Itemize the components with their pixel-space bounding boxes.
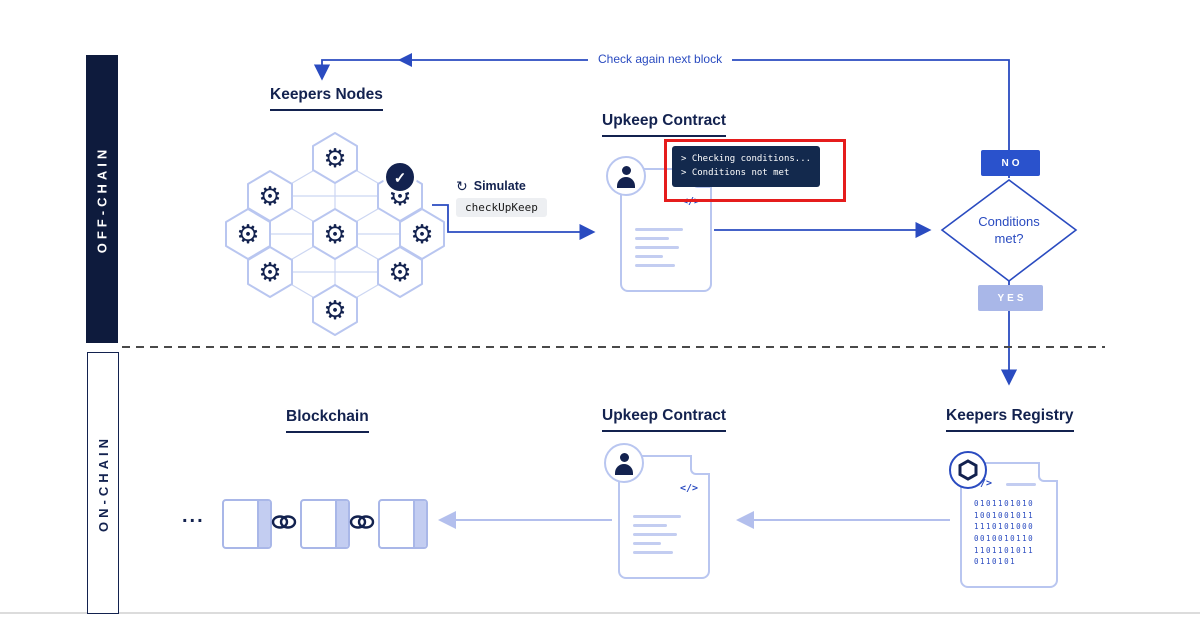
gear-icon: ⚙: [410, 220, 433, 250]
code-tag: </>: [679, 483, 698, 494]
gear-icon: ⚙: [323, 220, 346, 250]
chain-link-icon: [271, 515, 297, 529]
gear-icon: ⚙: [323, 144, 346, 174]
gear-icon: ⚙: [258, 258, 281, 288]
node-hexagon: [312, 284, 358, 336]
no-branch-tag: NO: [981, 150, 1040, 176]
gear-icon: ⚙: [388, 258, 411, 288]
keepers-registry-title: Keepers Registry: [946, 407, 1074, 432]
page-edge-line: [0, 612, 1200, 614]
on-chain-section-bar: ON-CHAIN: [87, 352, 119, 614]
upkeep-contract-title-bottom: Upkeep Contract: [602, 407, 727, 432]
code-tag: </>: [974, 478, 993, 489]
on-chain-label: ON-CHAIN: [95, 434, 111, 532]
node-hexagon: [247, 246, 293, 298]
keepers-registry-doc: </> 0101101010 1001001011 1110101000 001…: [960, 462, 1058, 588]
decision-diamond: [940, 179, 1078, 283]
hexagon-icon: [958, 459, 978, 481]
doc-fold-corner: [1038, 462, 1058, 482]
person-icon: [621, 166, 631, 175]
red-highlight-box: [664, 139, 846, 202]
simulate-label: Simulate: [473, 179, 526, 193]
gear-icon: ⚙: [236, 220, 259, 250]
node-hexagon: [312, 208, 358, 260]
upkeep-contract-title-top: Upkeep Contract: [602, 112, 727, 137]
person-icon: [619, 453, 629, 462]
blockchain-block: [222, 499, 272, 549]
gear-icon: ⚙: [258, 182, 281, 212]
doc-text-line: [1006, 483, 1036, 486]
keepers-node-cluster: ⚙ ⚙ ⚙ ⚙ ⚙ ⚙ ⚙ ⚙ ⚙ ✓: [225, 132, 445, 336]
decision-question: Conditions met?: [978, 214, 1040, 246]
chain-link-icon: [349, 515, 375, 529]
checkupkeep-chip: checkUpKeep: [456, 198, 547, 217]
simulate-row: ↻ Simulate: [456, 179, 526, 193]
blockchain-block: [378, 499, 428, 549]
yes-branch-tag: YES: [978, 285, 1043, 311]
owner-avatar: [606, 156, 646, 196]
blockchain-title: Blockchain: [286, 408, 369, 433]
gear-icon: ⚙: [323, 296, 346, 326]
doc-fold-corner: [690, 455, 710, 475]
binary-code-block: 0101101010 1001001011 1110101000 0010010…: [974, 499, 1035, 567]
owner-avatar: [604, 443, 644, 483]
off-chain-section-bar: OFF-CHAIN: [86, 55, 118, 343]
off-chain-label: OFF-CHAIN: [94, 145, 110, 253]
doc-text-lines: [633, 515, 681, 560]
blockchain-block: [300, 499, 350, 549]
chain-boundary-divider: [122, 346, 1105, 348]
loop-mid-arrowhead: [398, 53, 412, 67]
check-again-label: Check again next block: [588, 52, 733, 66]
chainlink-hexagon-badge: [949, 451, 987, 489]
check-icon: ✓: [394, 170, 407, 187]
refresh-icon: ↻: [456, 178, 468, 194]
doc-text-lines: [635, 228, 683, 273]
upkeep-contract-doc-bottom: </>: [604, 443, 710, 579]
keepers-nodes-title: Keepers Nodes: [270, 86, 383, 111]
chain-ellipsis: ...: [182, 505, 205, 527]
node-hexagon: [377, 246, 423, 298]
